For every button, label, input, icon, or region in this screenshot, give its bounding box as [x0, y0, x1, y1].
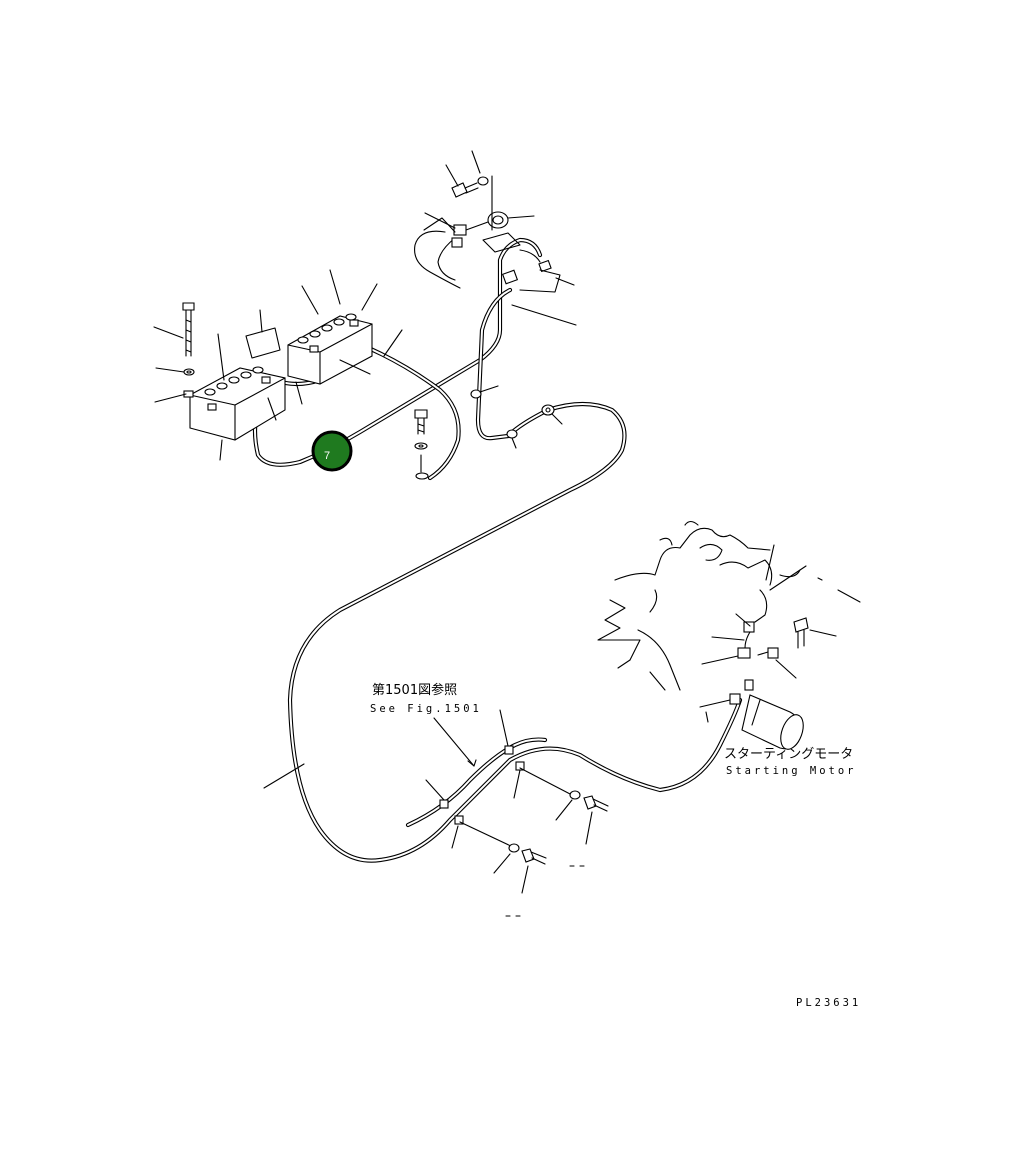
relay-label-boxes [423, 217, 561, 293]
clip-bolt-2 [508, 843, 547, 865]
relay-bolt [451, 176, 489, 198]
battery-label-boxes [245, 327, 281, 359]
starting-motor-label-english: Starting Motor [726, 765, 857, 777]
harness-clips [439, 745, 573, 849]
clip-bolt-1 [569, 790, 609, 812]
grommets [470, 389, 555, 439]
battery-right [287, 313, 373, 385]
callout-badge[interactable]: 7 [311, 430, 353, 472]
ground-bolt [414, 409, 429, 480]
drawing-code: PL23631 [796, 997, 861, 1009]
ground-cable [347, 337, 461, 481]
engine-outline [597, 520, 801, 691]
starting-motor [741, 694, 804, 750]
reference-note-english: See Fig.1501 [370, 703, 482, 715]
leader-lines [153, 150, 861, 917]
battery-cable-relay [252, 237, 543, 467]
callout-circle[interactable] [311, 430, 353, 472]
battery-cable-long [287, 401, 743, 863]
relay-terminals [501, 249, 552, 285]
relay-pigtail-wires [414, 230, 461, 289]
starter-terminals [729, 589, 779, 705]
relay-to-grommet-cable [475, 287, 513, 441]
battery-relay [451, 211, 509, 248]
reference-note-japanese: 第1501図参照 [372, 682, 457, 698]
battery-left [189, 366, 286, 441]
callout-number: 7 [324, 450, 330, 462]
starting-motor-label-japanese: スターティングモータ [724, 747, 853, 762]
battery-bolt [182, 302, 195, 398]
starter-bolt [793, 617, 809, 649]
